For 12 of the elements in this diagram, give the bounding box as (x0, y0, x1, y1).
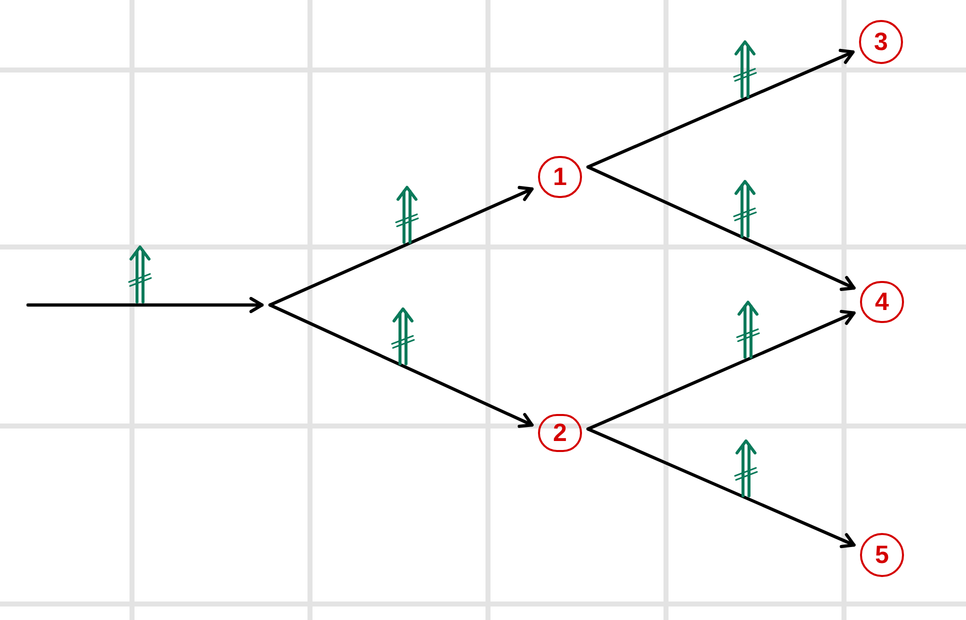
node-number: 4 (875, 290, 889, 314)
node-number: 1 (553, 164, 567, 190)
arrow (26, 296, 264, 314)
arrow (586, 310, 856, 431)
node-number: 5 (875, 542, 889, 568)
node-number: 3 (874, 30, 888, 54)
arrow (586, 427, 856, 548)
arrow (268, 186, 534, 307)
arrow (268, 303, 534, 428)
node-number: 2 (553, 420, 567, 446)
arrow (586, 165, 856, 291)
arrow (586, 48, 855, 169)
